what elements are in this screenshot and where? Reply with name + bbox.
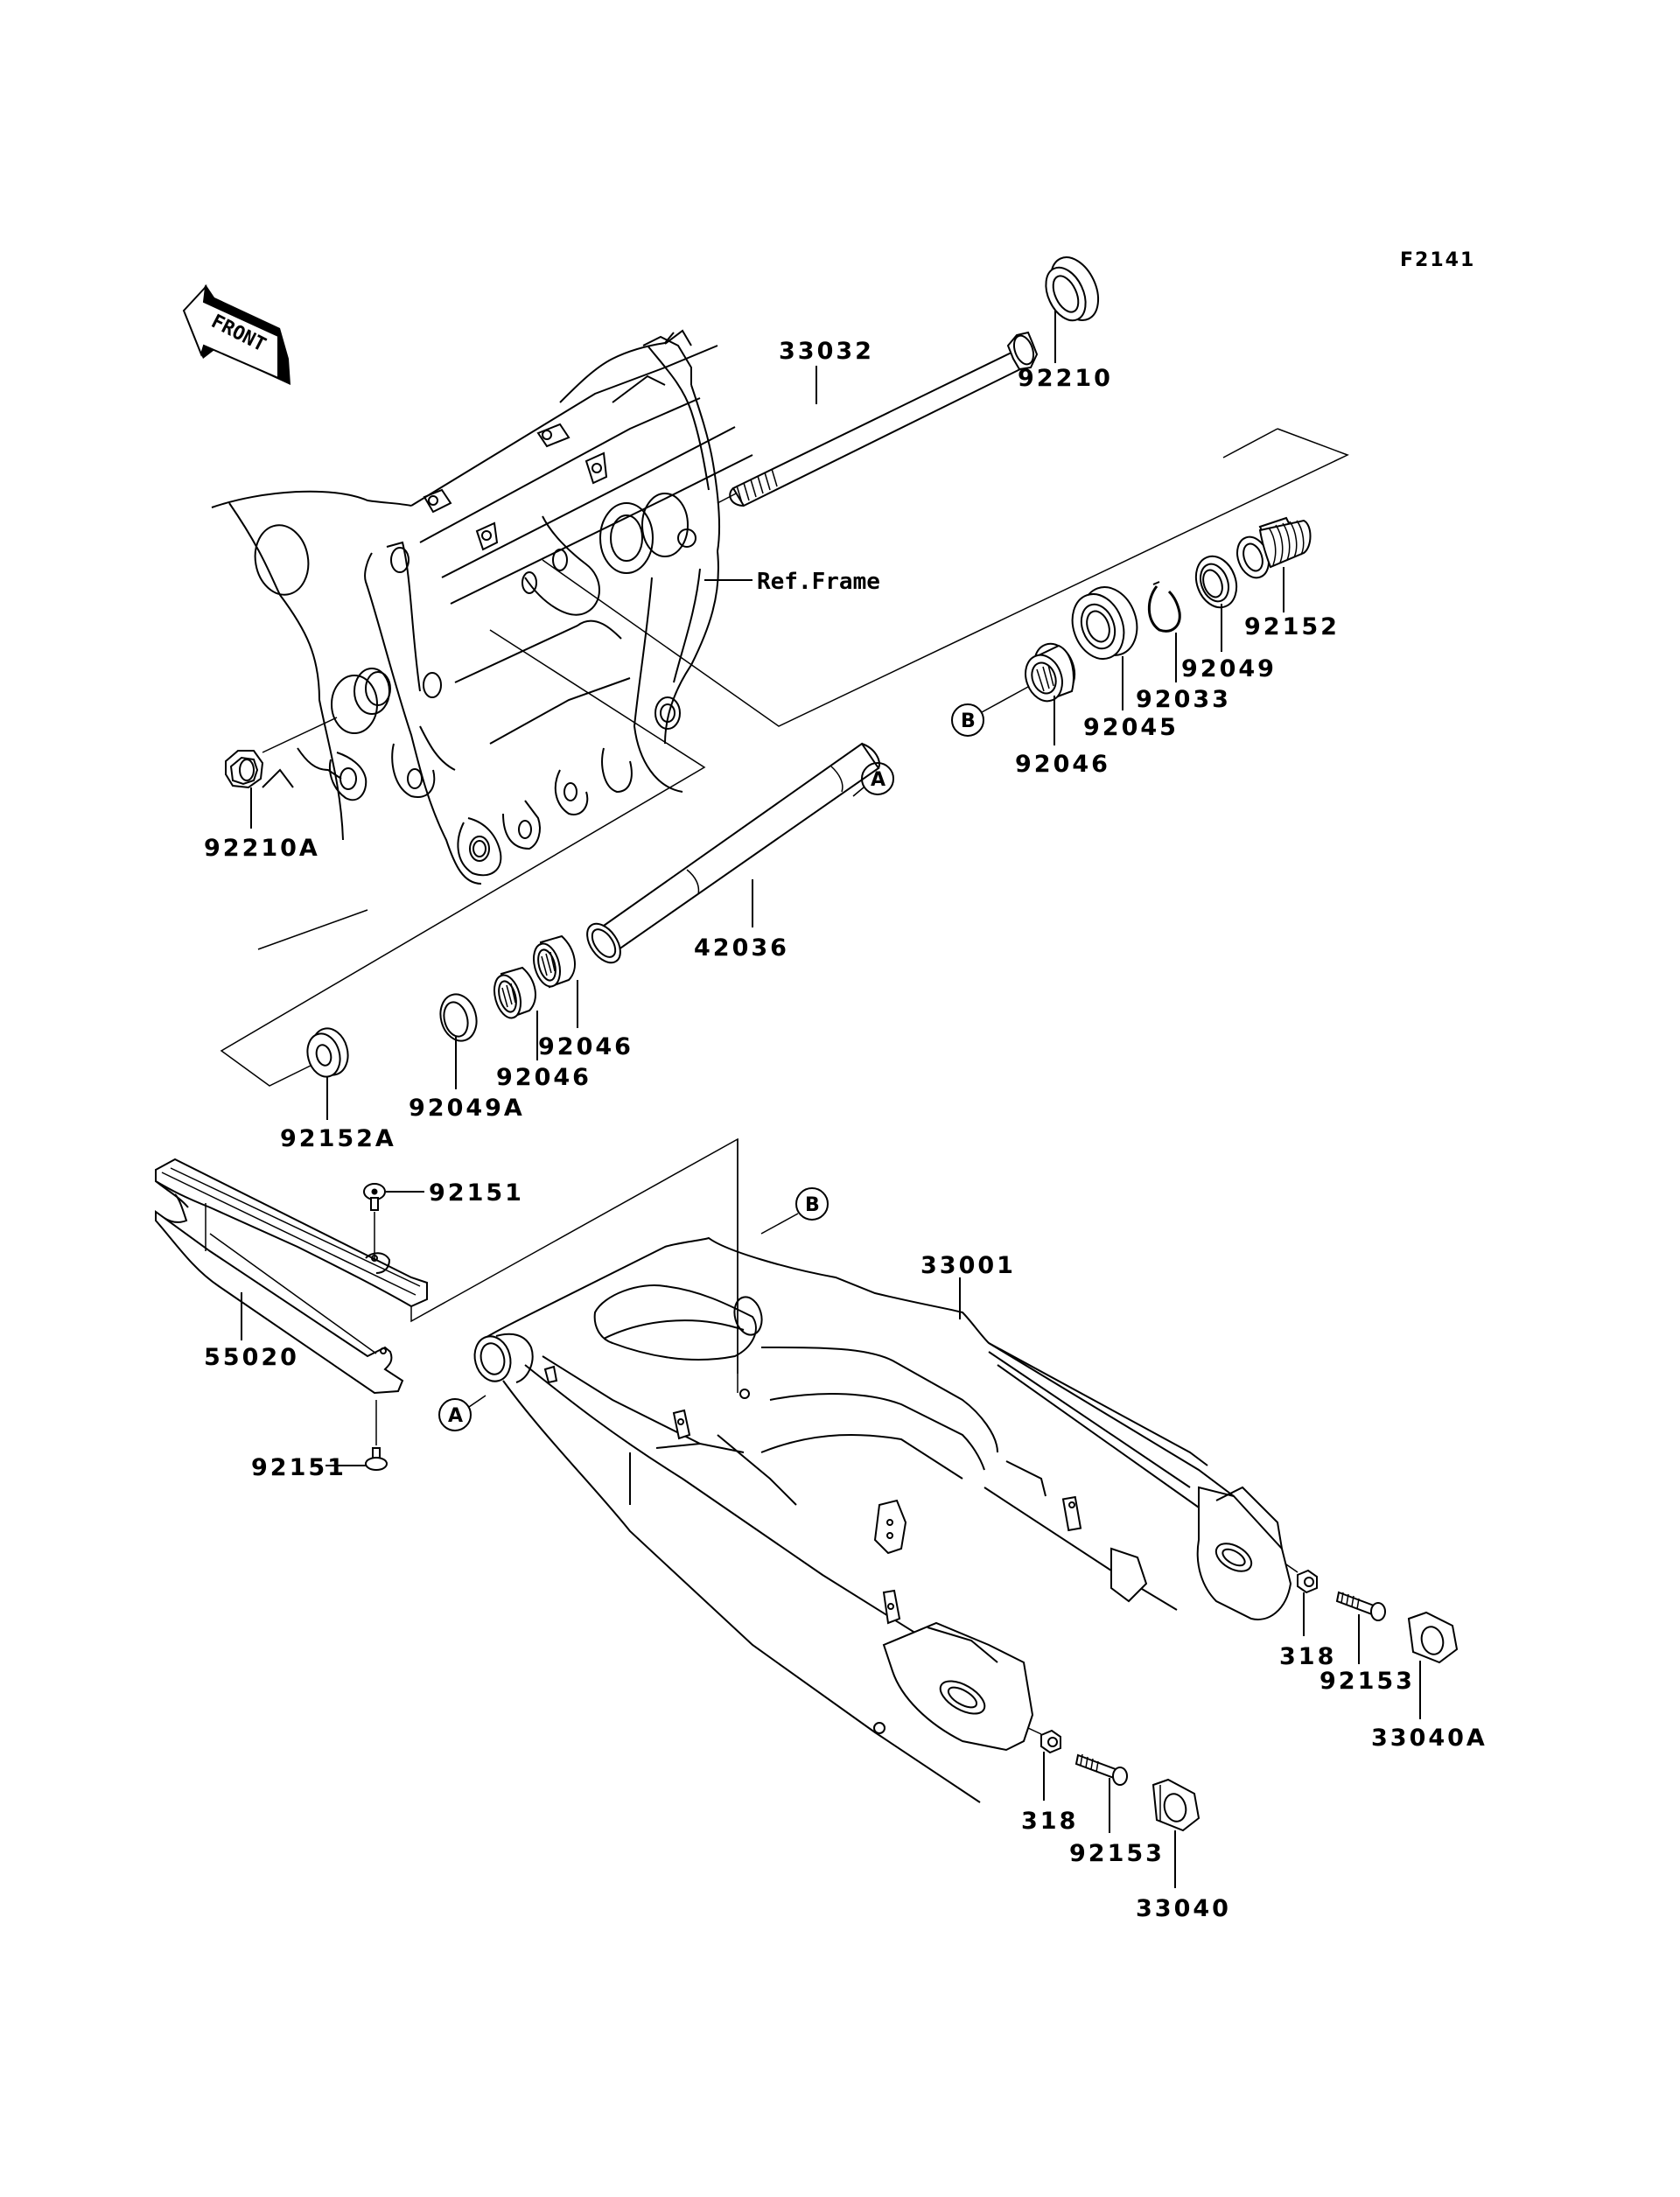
label-92046-2[interactable]: 92046 xyxy=(496,1064,592,1091)
part-318-nut-right[interactable] xyxy=(1285,1564,1318,1594)
marker-b-lower: B xyxy=(760,1187,829,1235)
part-92046-needle-bearing-2[interactable] xyxy=(490,966,536,1021)
ref-frame-note: Ref.Frame xyxy=(757,569,880,595)
part-33040-chain-adjuster[interactable] xyxy=(1152,1778,1200,1832)
svg-text:A: A xyxy=(448,1405,463,1427)
part-92210-nut[interactable] xyxy=(1038,249,1107,327)
label-318-right[interactable]: 318 xyxy=(1279,1643,1336,1670)
label-33040[interactable]: 33040 xyxy=(1136,1895,1231,1922)
part-92151-bolt-top[interactable] xyxy=(363,1183,386,1260)
part-33032-pivot-shaft[interactable] xyxy=(729,331,1039,507)
part-55020-chain-guard[interactable] xyxy=(155,1158,428,1395)
label-92049A[interactable]: 92049A xyxy=(409,1095,525,1122)
part-92153-bolt-right[interactable] xyxy=(1335,1591,1386,1621)
part-92152A-collar[interactable] xyxy=(303,1025,353,1081)
svg-text:B: B xyxy=(805,1194,820,1216)
part-92151-bolt-bottom[interactable] xyxy=(365,1400,388,1471)
label-33032[interactable]: 33032 xyxy=(779,338,874,365)
part-92210A-nut[interactable] xyxy=(225,750,264,789)
svg-text:B: B xyxy=(961,710,976,732)
label-92151-bottom[interactable]: 92151 xyxy=(251,1454,346,1481)
frame-reference-drawing xyxy=(211,329,753,885)
label-92152[interactable]: 92152 xyxy=(1244,613,1340,640)
label-92153-left[interactable]: 92153 xyxy=(1069,1840,1165,1867)
label-92210[interactable]: 92210 xyxy=(1018,365,1113,392)
label-55020[interactable]: 55020 xyxy=(204,1344,299,1371)
label-92045[interactable]: 92045 xyxy=(1083,714,1179,741)
label-92049[interactable]: 92049 xyxy=(1181,655,1277,682)
marker-a-upper: A xyxy=(852,762,894,797)
label-92210A[interactable]: 92210A xyxy=(204,835,320,862)
label-92033[interactable]: 92033 xyxy=(1136,686,1231,713)
label-33001[interactable]: 33001 xyxy=(920,1252,1016,1279)
part-92152-collar[interactable] xyxy=(1232,516,1312,582)
part-92033-circlip[interactable] xyxy=(1147,581,1181,633)
marker-a-lower: A xyxy=(438,1395,486,1431)
marker-b-upper: B xyxy=(951,686,1029,737)
label-318-left[interactable]: 318 xyxy=(1021,1808,1078,1835)
label-92046-1[interactable]: 92046 xyxy=(538,1033,634,1060)
part-318-nut-left[interactable] xyxy=(1027,1727,1061,1754)
label-92046-b[interactable]: 92046 xyxy=(1015,751,1110,778)
part-92049-oil-seal[interactable] xyxy=(1189,550,1243,612)
label-33040A[interactable]: 33040A xyxy=(1371,1725,1488,1752)
label-42036[interactable]: 42036 xyxy=(694,934,789,962)
part-42036-sleeve[interactable] xyxy=(580,742,880,969)
svg-text:A: A xyxy=(871,769,886,791)
part-92049A-oil-seal[interactable] xyxy=(436,990,482,1046)
label-92153-right[interactable]: 92153 xyxy=(1320,1668,1415,1695)
part-33040A-chain-adjuster[interactable] xyxy=(1407,1611,1459,1664)
front-arrow-icon: FRONT xyxy=(182,284,290,385)
figure-code: F2141 xyxy=(1400,249,1475,271)
part-92046-needle-bearing-1[interactable] xyxy=(529,934,576,990)
part-92153-bolt-left[interactable] xyxy=(1074,1753,1128,1786)
part-92045-ball-bearing[interactable] xyxy=(1064,579,1146,666)
part-92046-needle-bearing-b[interactable] xyxy=(1019,638,1082,706)
label-92152A[interactable]: 92152A xyxy=(280,1125,396,1152)
label-92151-top[interactable]: 92151 xyxy=(429,1179,524,1207)
part-33001-swingarm[interactable] xyxy=(470,1236,1292,1803)
